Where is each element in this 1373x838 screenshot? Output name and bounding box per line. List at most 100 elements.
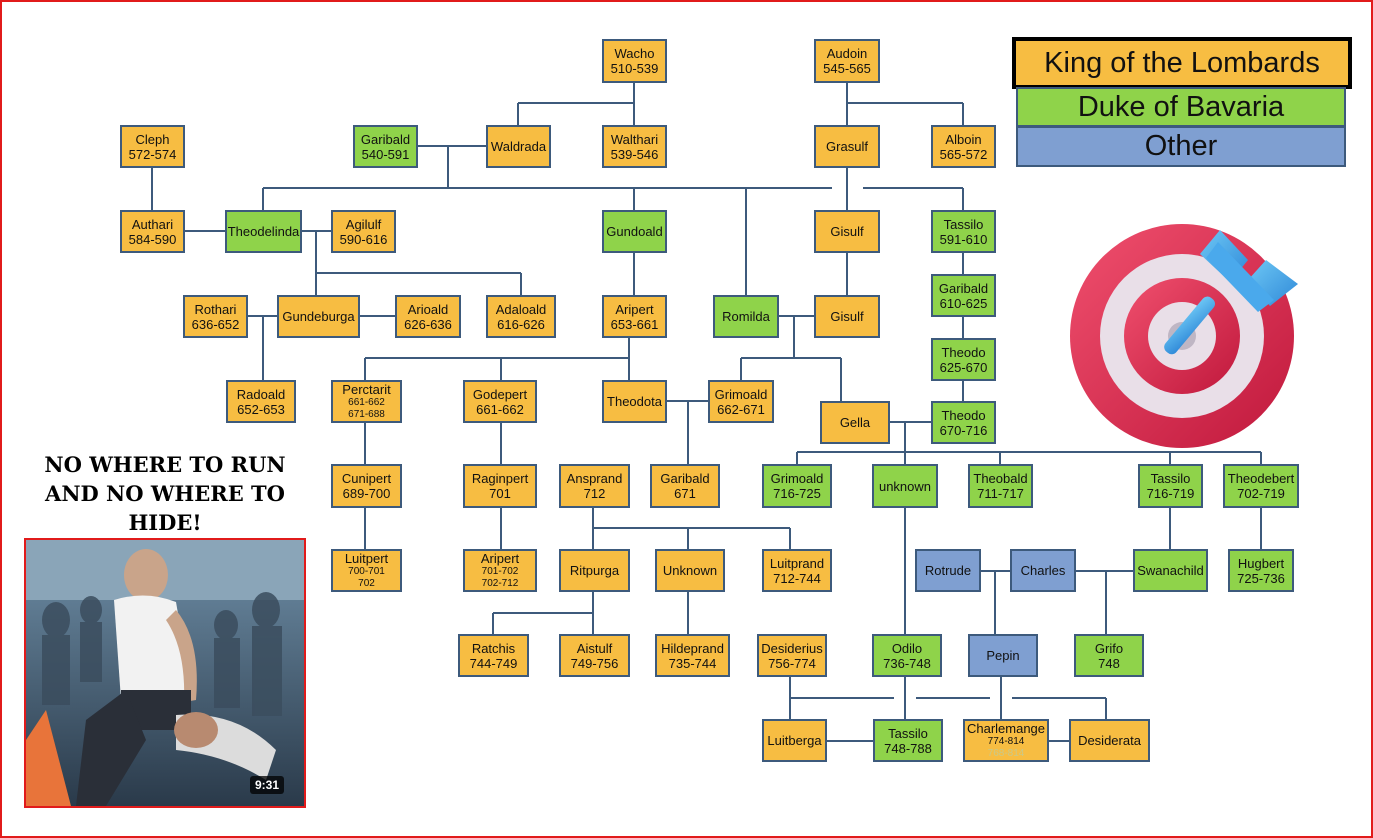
person-name: Romilda xyxy=(722,309,770,324)
person-name: Tassilo xyxy=(888,725,928,741)
reign-years: 572-574 xyxy=(128,146,177,162)
person-name: Audoin xyxy=(826,46,868,61)
reign-years: 625-670 xyxy=(939,359,988,375)
person-name: Charles xyxy=(1020,563,1066,578)
node-unknown-king: Unknown xyxy=(655,549,725,592)
person-name: Tassilo xyxy=(1150,471,1191,486)
node-unknown-duke: unknown xyxy=(872,464,938,508)
node-ritpurga: Ritpurga xyxy=(559,549,630,592)
reign-years: 735-744 xyxy=(668,655,717,671)
video-duration-badge: 9:31 xyxy=(249,776,284,794)
dart-target-icon xyxy=(1070,224,1298,448)
person-name: Hildeprand xyxy=(661,640,724,656)
reign-years: 702-712 xyxy=(481,578,519,589)
person-name: Desiderius xyxy=(761,640,823,656)
person-name: Garibald xyxy=(360,131,411,147)
person-name: Theobald xyxy=(973,471,1028,486)
person-name: Godepert xyxy=(472,386,528,402)
node-theodota: Theodota xyxy=(602,380,667,423)
reign-years: 736-748 xyxy=(883,655,931,671)
person-name: Desiderata xyxy=(1078,733,1141,748)
legend-duke-bavaria: Duke of Bavaria xyxy=(1016,87,1346,127)
node-romilda: Romilda xyxy=(713,295,779,338)
reign-years: 744-749 xyxy=(469,655,518,671)
reign-years: 749-756 xyxy=(570,655,619,671)
person-name: Garibald xyxy=(660,471,710,486)
reign-years: 653-661 xyxy=(610,316,659,332)
person-name: Grimoald xyxy=(714,386,768,402)
person-name: Agilulf xyxy=(345,216,382,232)
person-name: Theodebert xyxy=(1227,471,1295,486)
reign-years: 701 xyxy=(489,486,511,501)
person-name: unknown xyxy=(878,478,932,494)
person-name: Ansprand xyxy=(566,471,623,486)
reign-years: 510-539 xyxy=(610,61,659,76)
node-theodelinda: Theodelinda xyxy=(225,210,302,253)
person-name: Cunipert xyxy=(341,471,392,486)
reign-years: 712-744 xyxy=(773,570,821,586)
person-name: Gundoald xyxy=(606,224,663,239)
person-name: Grifo xyxy=(1094,640,1124,656)
reign-years: 716-719 xyxy=(1146,486,1195,501)
person-name: Authari xyxy=(131,216,174,232)
person-name: Tassilo xyxy=(943,216,984,232)
video-thumbnail[interactable]: 9:31 xyxy=(24,538,306,808)
person-name: Luitpert xyxy=(344,551,389,566)
person-name: Waldrada xyxy=(490,139,547,154)
person-name: Rothari xyxy=(194,301,237,317)
reign-years: 701-702 xyxy=(481,566,519,577)
reign-years: 565-572 xyxy=(939,146,988,162)
reign-years: 584-590 xyxy=(128,231,177,247)
reign-years: 774-814 xyxy=(987,736,1025,747)
reign-years: 671 xyxy=(674,486,696,501)
video-thumbnail-image xyxy=(26,540,304,806)
person-name: Rotrude xyxy=(924,563,972,578)
reign-years: 689-700 xyxy=(342,486,391,501)
node-swanachild: Swanachild xyxy=(1133,549,1208,592)
person-name: Charlemange xyxy=(966,721,1046,736)
reign-years: 610-625 xyxy=(939,295,988,311)
ad-caption: NO WHERE TO RUN AND NO WHERE TO HIDE! xyxy=(44,452,286,535)
node-desiderata: Desiderata xyxy=(1069,719,1150,762)
person-name: Gella xyxy=(839,415,871,430)
reign-years: 725-736 xyxy=(1237,570,1285,586)
reign-years: 591-610 xyxy=(939,231,988,247)
person-name: Cleph xyxy=(135,131,170,147)
reign-years: 702 xyxy=(358,578,375,589)
person-name: Swanachild xyxy=(1137,563,1204,578)
person-name: Raginpert xyxy=(471,471,529,486)
person-name: Adaloald xyxy=(495,301,547,317)
reign-years: 711-717 xyxy=(977,486,1024,501)
reign-years: 702-719 xyxy=(1237,486,1285,501)
person-name: Luitberga xyxy=(767,733,822,748)
person-name: Theodota xyxy=(607,394,662,409)
reign-years: 748-788 xyxy=(884,740,932,756)
person-name: Wacho xyxy=(614,46,655,61)
person-name: Unknown xyxy=(662,563,718,578)
reign-years: 545-565 xyxy=(823,61,871,76)
reign-years: 670-716 xyxy=(939,422,988,438)
person-name: Gisulf xyxy=(830,224,864,239)
reign-years: 700-701 xyxy=(348,566,385,577)
reign-years: 590-616 xyxy=(339,231,388,247)
